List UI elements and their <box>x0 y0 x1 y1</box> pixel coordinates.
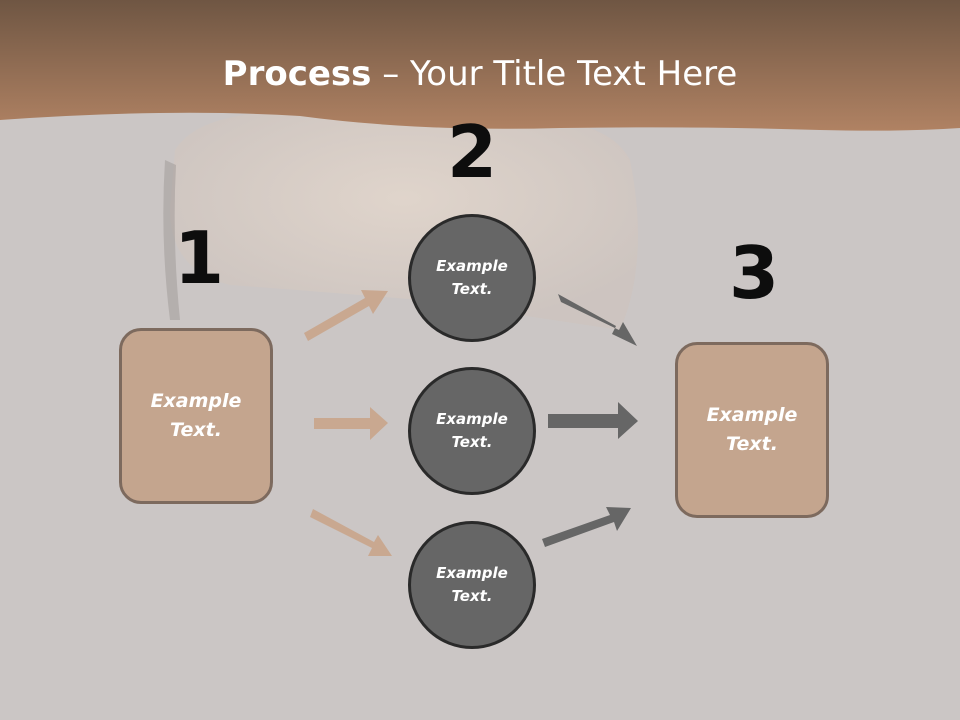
circle-bottom: Example Text. <box>408 521 536 649</box>
figure-shadow <box>163 160 180 320</box>
title-dash: – <box>382 54 400 94</box>
step-number-3: 3 <box>728 231 780 315</box>
arrow-right-mid <box>548 402 638 439</box>
arrow-left-up <box>304 290 388 341</box>
circle-top-line1: Example <box>436 257 508 275</box>
title-bold: Process <box>222 54 372 94</box>
circle-middle-line2: Text. <box>451 433 493 451</box>
left-box-line1: Example <box>150 390 242 412</box>
arrow-right-down <box>542 507 631 547</box>
circle-middle-line1: Example <box>436 410 508 428</box>
left-step-box: Example Text. <box>119 328 273 504</box>
arrow-left-down <box>310 509 392 556</box>
arrow-left-mid <box>314 407 388 440</box>
circle-top-line2: Text. <box>451 280 493 298</box>
right-box-line2: Text. <box>726 433 778 455</box>
circle-middle: Example Text. <box>408 367 536 495</box>
title-rest: Your Title Text Here <box>410 54 738 94</box>
arrows-right <box>542 294 638 547</box>
right-box-line1: Example <box>706 404 798 426</box>
step-number-2: 2 <box>446 110 498 194</box>
circle-bottom-line1: Example <box>436 564 508 582</box>
slide-title: Process – Your Title Text Here <box>0 52 960 96</box>
title-banner <box>0 0 960 131</box>
left-box-line2: Text. <box>170 419 222 441</box>
right-step-box: Example Text. <box>675 342 829 518</box>
arrows-left <box>304 290 392 556</box>
circle-top: Example Text. <box>408 214 536 342</box>
step-number-1: 1 <box>173 216 225 300</box>
arrow-right-up <box>558 294 637 346</box>
circle-bottom-line2: Text. <box>451 587 493 605</box>
